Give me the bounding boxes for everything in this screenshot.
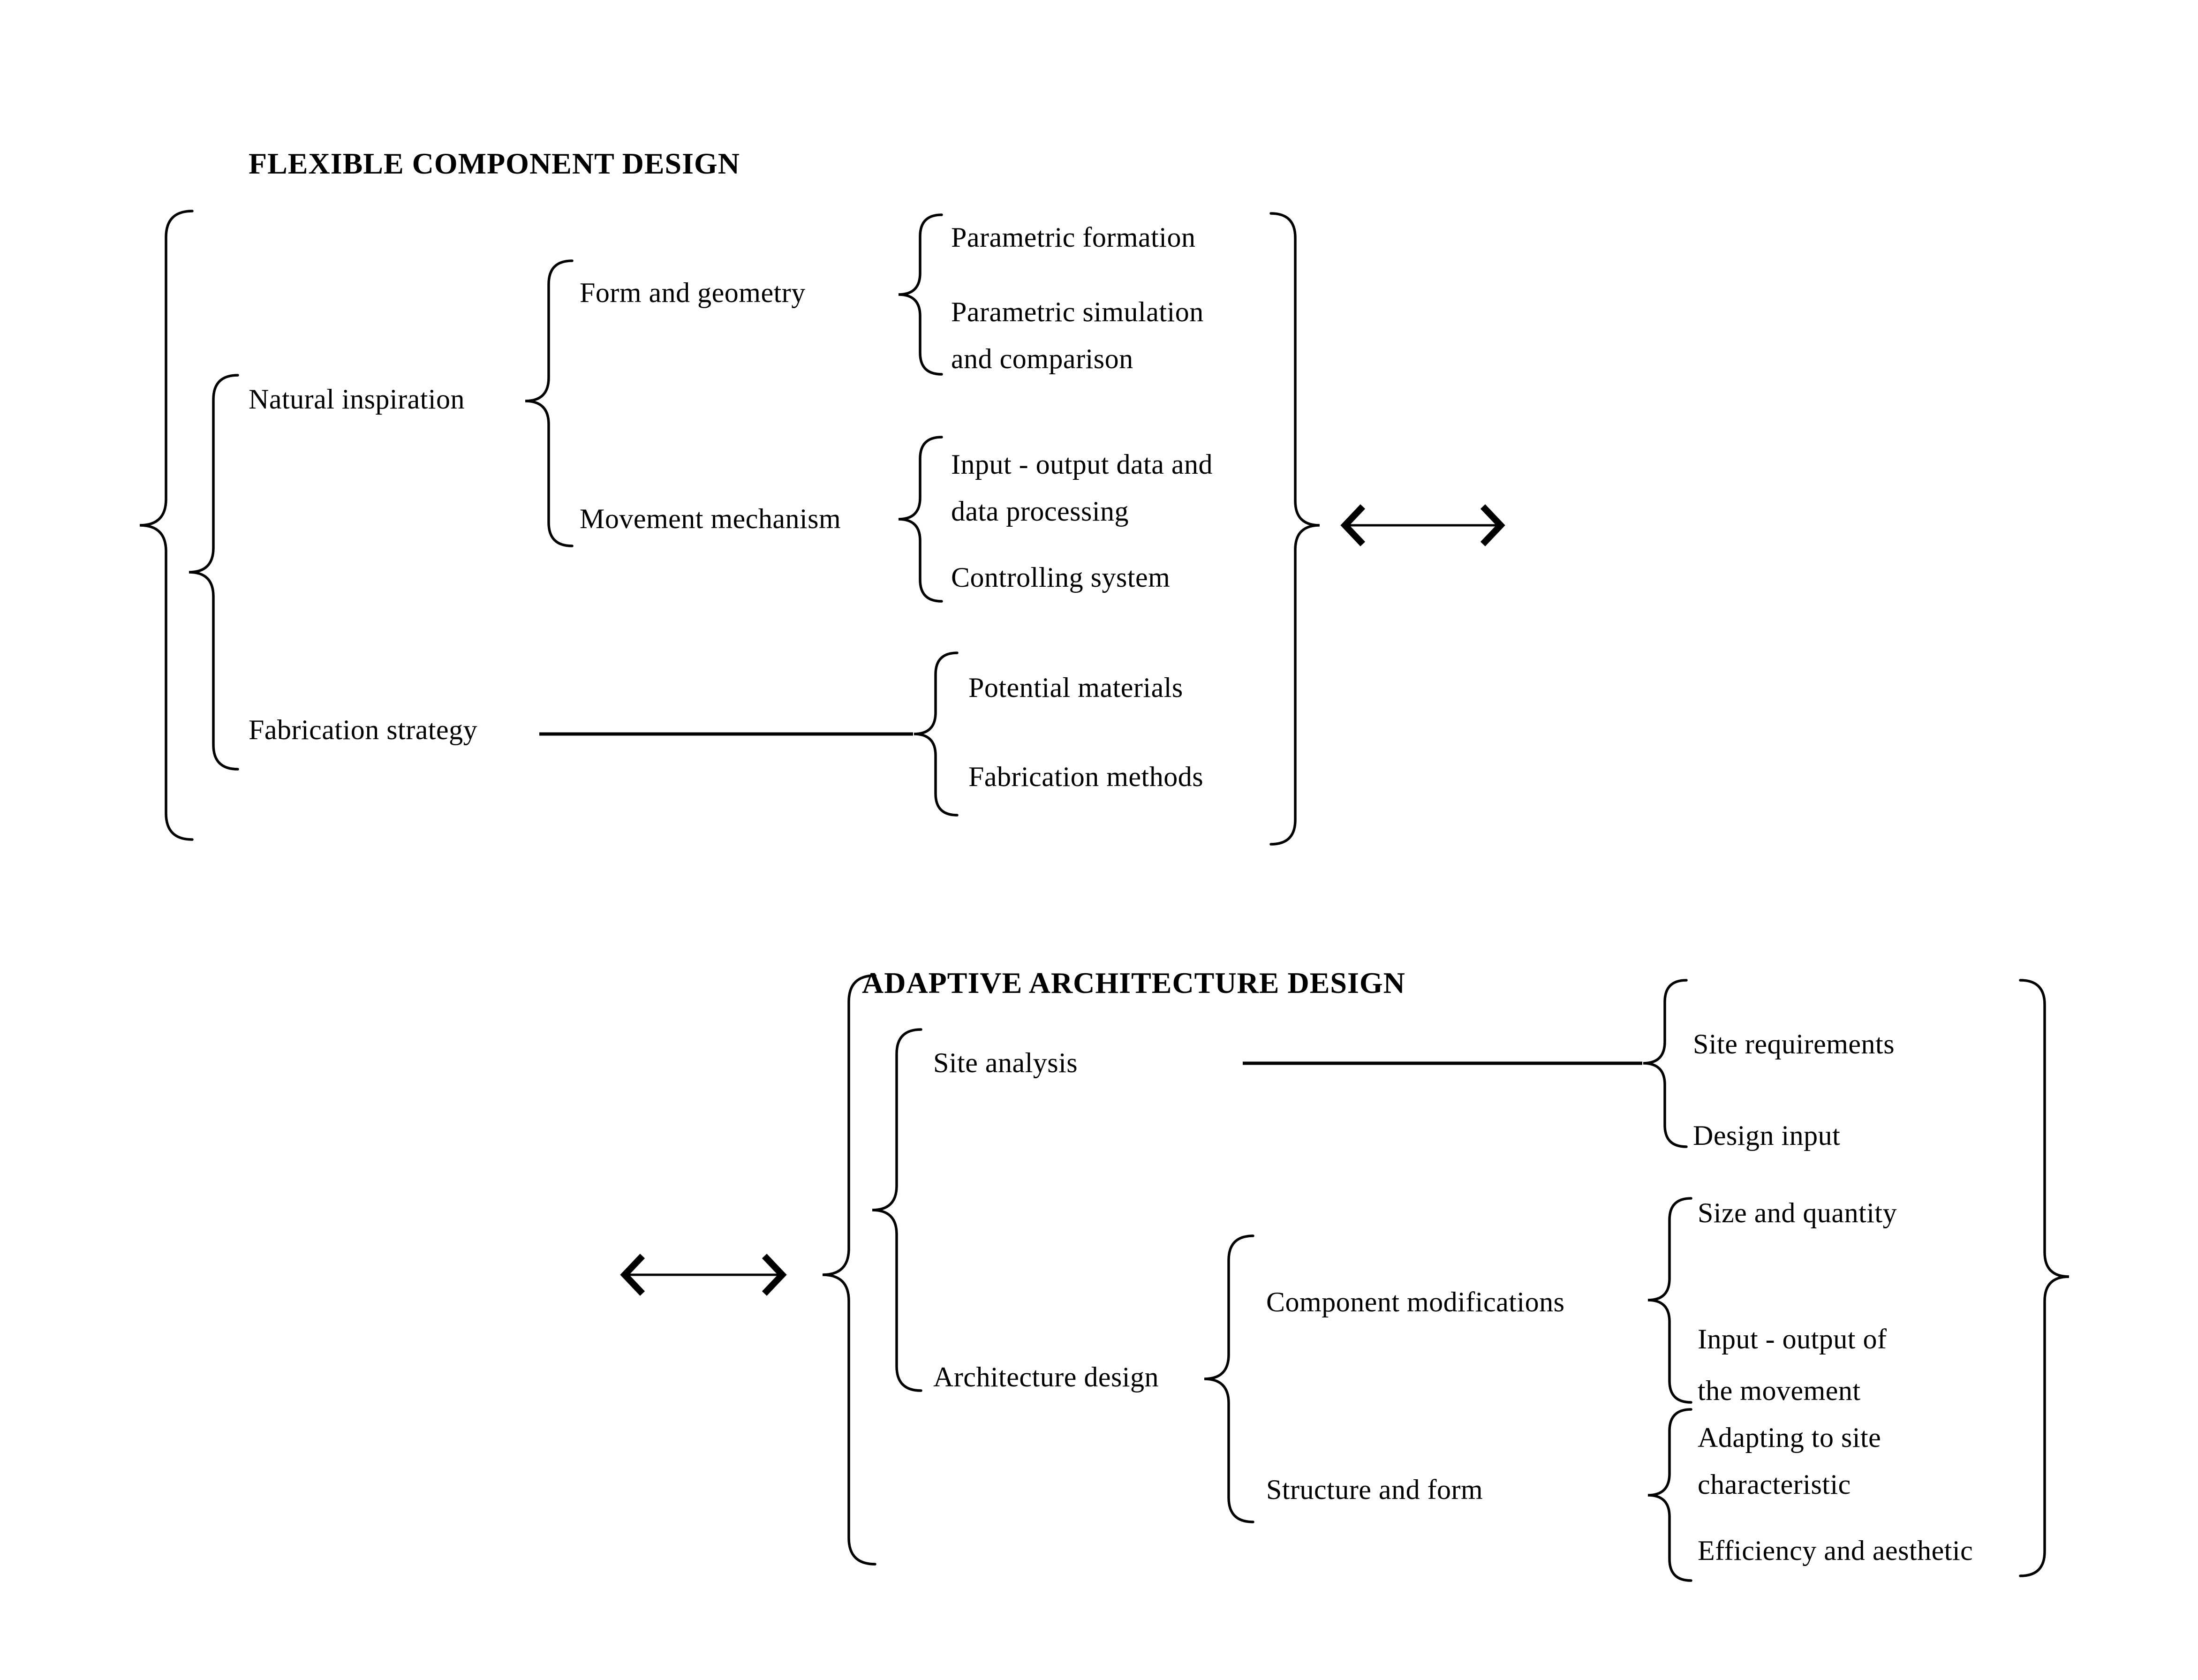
leaf-parametric-simulation: Parametric simulation and comparison [951,288,1204,382]
node-fabrication-strategy: Fabrication strategy [249,714,478,745]
leaf-site-requirements: Site requirements [1693,1029,1895,1059]
leaf-io-data: Input - output data and data processing [951,441,1213,535]
brace-flexible-closing-right [1269,212,1320,846]
brace-flexible-outer-left [139,210,194,841]
leaf-potential-materials: Potential materials [968,672,1183,703]
brace-component-modifications [1647,1197,1692,1404]
leaf-controlling-system: Controlling system [951,562,1171,593]
bottom-arrow-right-head [762,1254,787,1296]
top-arrow-left-head [1340,504,1366,546]
leaf-io-data-line2: data processing [951,496,1129,527]
leaf-parametric-simulation-line1: Parametric simulation [951,296,1204,327]
node-component-modifications: Component modifications [1266,1286,1565,1317]
brace-structure-and-form [1647,1408,1692,1582]
brace-natural-inspiration [525,259,574,547]
adaptive-section-title: ADAPTIVE ARCHITECTURE DESIGN [862,966,1405,999]
flexible-section-title: FLEXIBLE COMPONENT DESIGN [249,147,740,180]
brace-movement-mechanism [898,436,943,603]
node-form-and-geometry: Form and geometry [580,277,806,308]
leaf-io-movement-line2: the movement [1698,1375,1861,1406]
leaf-io-movement: Input - output of the movement [1698,1313,1887,1416]
node-movement-mechanism: Movement mechanism [580,503,841,534]
leaf-parametric-formation: Parametric formation [951,222,1196,253]
leaf-fabrication-methods: Fabrication methods [968,761,1204,792]
brace-adaptive-closing-right [2019,979,2070,1577]
leaf-io-data-line1: Input - output data and [951,449,1213,480]
leaf-parametric-simulation-line2: and comparison [951,343,1133,374]
leaf-adapting-to-site: Adapting to site characteristic [1698,1414,1881,1508]
leaf-adapting-to-site-line2: characteristic [1698,1469,1851,1500]
leaf-size-and-quantity: Size and quantity [1698,1197,1897,1228]
top-arrow-right-head [1480,504,1505,546]
brace-flexible-inner-left [189,374,239,771]
top-bidirectional-arrow-icon [1340,504,1505,546]
brace-form-and-geometry [898,213,943,376]
node-structure-and-form: Structure and form [1266,1474,1483,1505]
brace-adaptive-inner-left [872,1028,922,1392]
node-natural-inspiration: Natural inspiration [249,384,465,415]
brace-fabrication-strategy [914,651,959,817]
brace-architecture-design [1204,1234,1254,1523]
leaf-efficiency-and-aesthetic: Efficiency and aesthetic [1698,1535,1973,1566]
brace-site-analysis [1643,979,1688,1148]
node-architecture-design: Architecture design [933,1362,1159,1392]
leaf-design-input: Design input [1693,1120,1841,1151]
brace-adaptive-outer-left [822,974,876,1566]
leaf-adapting-to-site-line1: Adapting to site [1698,1422,1881,1453]
bottom-arrow-left-head [620,1254,645,1296]
bottom-bidirectional-arrow-icon [620,1254,787,1296]
node-site-analysis: Site analysis [933,1047,1078,1078]
leaf-io-movement-line1: Input - output of [1698,1324,1887,1355]
